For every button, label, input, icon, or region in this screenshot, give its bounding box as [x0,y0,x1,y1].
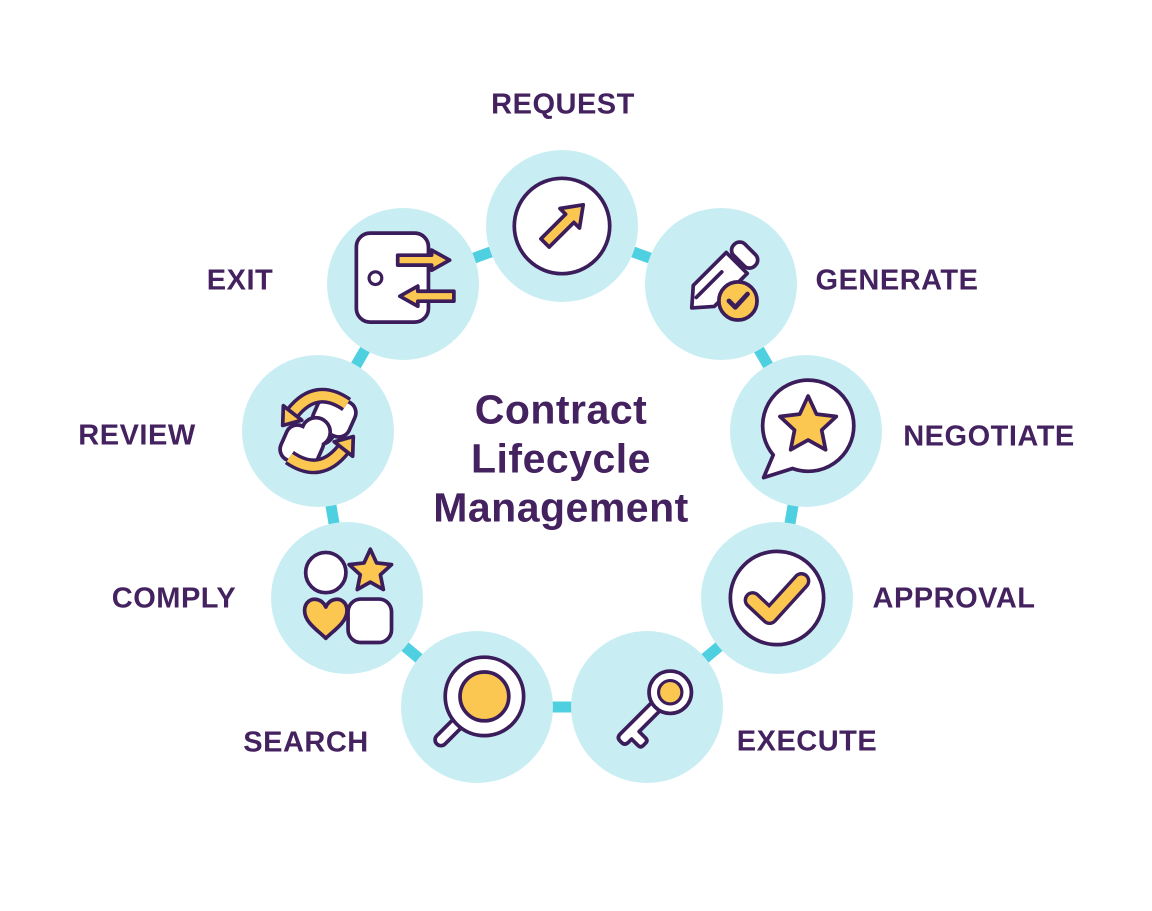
stage-label-exit: EXIT [206,264,274,297]
title-line-3: Management [433,484,689,531]
stage-label-generate: GENERATE [815,264,979,297]
diagram-title: Contract Lifecycle Management [433,386,689,533]
shapes-grid-icon [302,547,394,645]
swap-arrows-icon [278,387,358,475]
stage-label-comply: COMPLY [111,582,237,615]
key-icon [616,669,694,749]
stage-node-negotiate [730,355,882,507]
stage-label-request: REQUEST [491,88,635,121]
magnifier-icon [433,655,526,748]
title-line-2: Lifecycle [470,435,651,482]
stage-node-comply [271,522,423,674]
title-line-1: Contract [474,386,648,433]
stage-label-approval: APPROVAL [872,582,1036,615]
door-arrows-icon [354,231,456,325]
stage-label-execute: EXECUTE [736,725,878,758]
pencil-check-icon [689,240,760,322]
stage-label-review: REVIEW [78,419,196,452]
stage-node-request [486,150,638,302]
checkmark-circle-icon [728,549,826,647]
speech-bubble-star-icon [760,378,856,480]
stage-label-negotiate: NEGOTIATE [903,420,1075,453]
stage-node-execute [571,631,723,783]
stage-node-exit [327,208,479,360]
stage-node-review [242,355,394,507]
stage-node-search [401,631,553,783]
stage-node-approval [701,522,853,674]
arrow-up-right-icon [512,176,612,276]
stage-node-generate [645,208,797,360]
stage-label-search: SEARCH [243,726,369,759]
